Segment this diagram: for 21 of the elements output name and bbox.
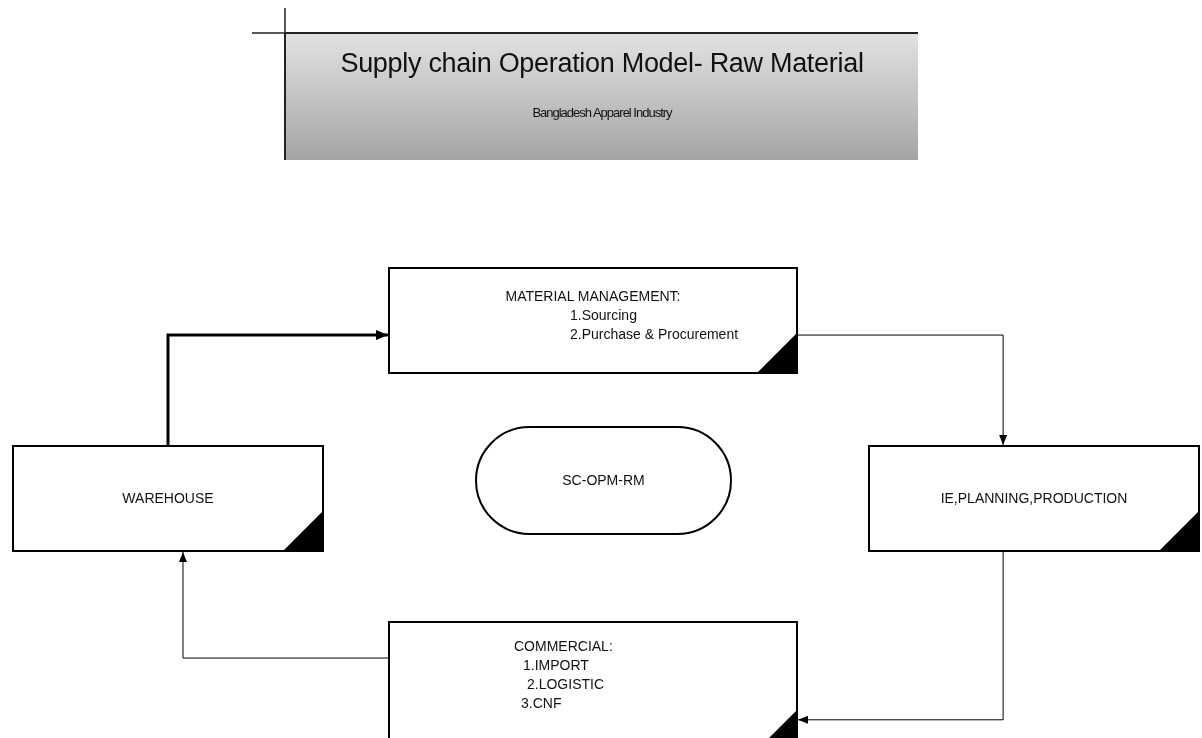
list-item: 3.CNF — [521, 694, 562, 713]
list-item: 1.Sourcing — [570, 306, 637, 325]
list-item: 1.IMPORT — [523, 656, 589, 675]
box-label: COMMERCIAL: — [514, 637, 613, 656]
process-box — [12, 445, 324, 552]
arrow — [166, 330, 388, 445]
process-box — [388, 621, 798, 738]
arrow — [179, 551, 389, 659]
arrow — [797, 334, 1008, 446]
subtitle: Bangladesh Apparel Industry — [532, 105, 672, 120]
box-label: MATERIAL MANAGEMENT: — [505, 287, 681, 306]
list-item: 2.Purchase & Procurement — [570, 325, 739, 344]
arrow — [797, 551, 1004, 724]
process-box — [388, 267, 798, 374]
title-banner — [284, 32, 918, 160]
title: Supply chain Operation Model- Raw Material — [340, 48, 864, 79]
box-label: WAREHOUSE — [122, 489, 214, 508]
box-label: IE,PLANNING,PRODUCTION — [940, 489, 1128, 508]
process-box — [868, 445, 1200, 552]
list-item: 2.LOGISTIC — [527, 675, 605, 694]
box-label: SC-OPM-RM — [562, 471, 645, 490]
